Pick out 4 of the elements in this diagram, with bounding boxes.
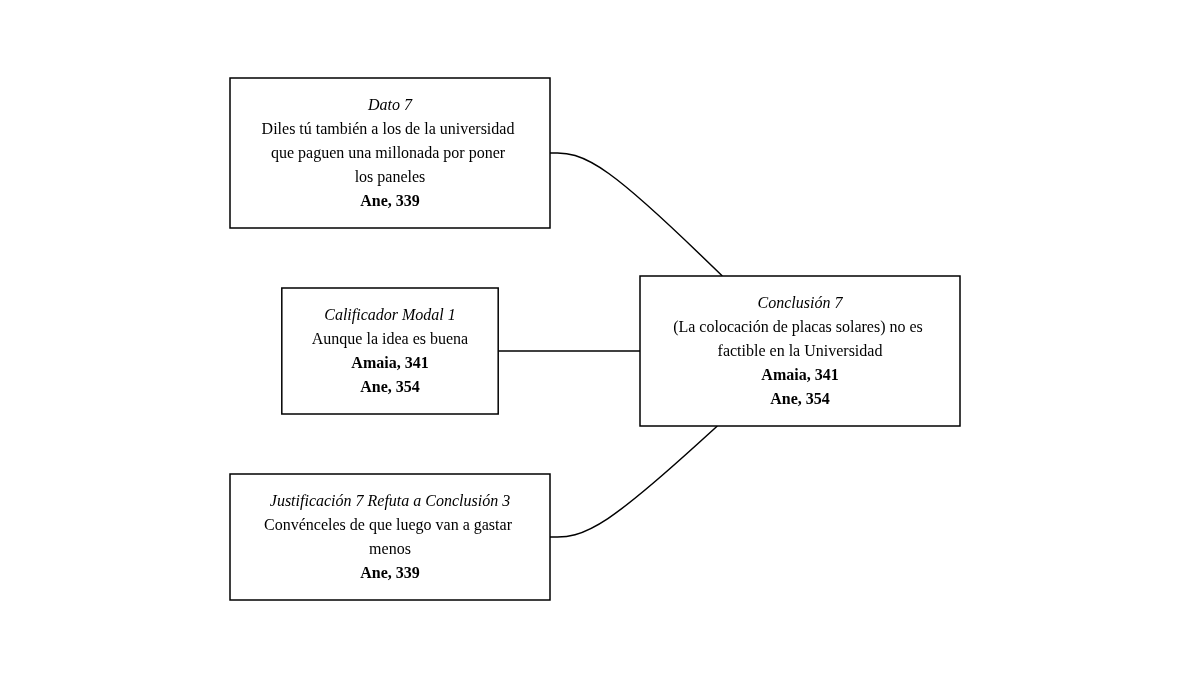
- node-box: Justificación 7 Refuta a Conclusión 3 Convénceles de que luego van a gastar menos Ane, 339: [229, 473, 551, 601]
- node-box: Conclusión 7 (La colocación de placas solares) no es factible en la Universidad Amaia, 341 Ane, 354: [639, 275, 961, 427]
- node-box: Calificador Modal 1 Aunque la idea es buena Amaia, 341 Ane, 354: [281, 287, 499, 415]
- node-box: Dato 7 Diles tú también a los de la universidad que paguen una millonada por poner los paneles Ane, 339: [229, 77, 551, 229]
